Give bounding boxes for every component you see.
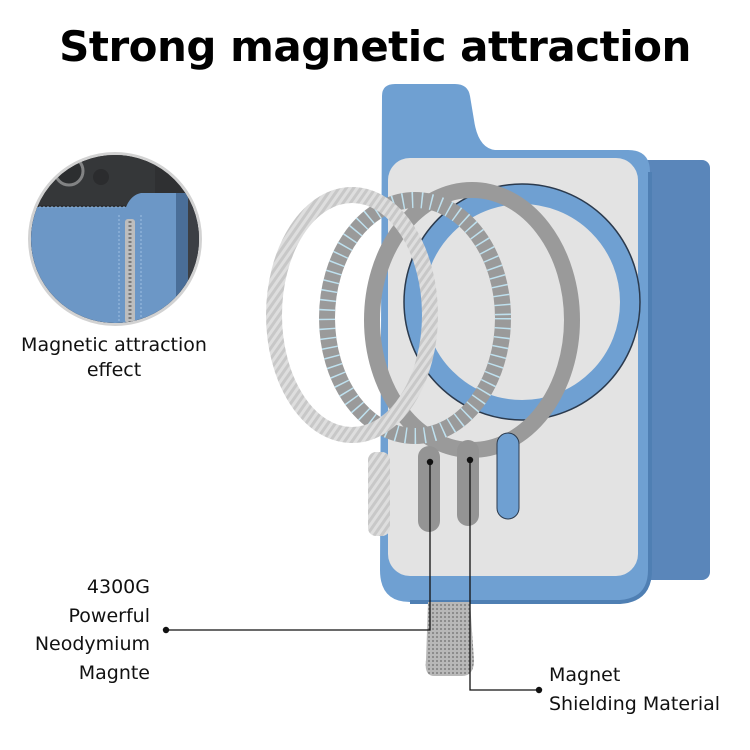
- blue-slot: [496, 432, 520, 520]
- inset-caption-line1: Magnetic attraction: [21, 334, 207, 356]
- callout-left-line4: Magnte: [78, 661, 150, 684]
- magnet-slot-2: [457, 440, 479, 526]
- side-clip: [368, 452, 390, 536]
- callout-left-line2: Powerful: [68, 604, 150, 627]
- striped-ring: [266, 187, 438, 443]
- wallet-closeup-illustration: [31, 155, 199, 323]
- callout-line-right: [469, 460, 539, 691]
- metal-plate: [388, 158, 638, 576]
- callout-left-line3: Neodymium: [34, 633, 150, 655]
- callout-line-left: [166, 462, 431, 631]
- callout-anchor-left: [426, 458, 434, 466]
- callout-right-line2: Shielding Material: [549, 692, 721, 715]
- leather-back-flap: [640, 160, 710, 580]
- inset-caption-line2: effect: [86, 359, 142, 381]
- callout-neodymium-magnet: 4300G Powerful Neodymium Magnte: [35, 573, 150, 687]
- callout-anchor-right: [466, 456, 474, 464]
- pull-strap: [425, 602, 474, 676]
- callout-dot-right: [535, 686, 543, 694]
- blue-ring-recess: [404, 184, 640, 420]
- inset-caption: Magnetic attraction effect: [0, 333, 228, 383]
- callout-shielding-material: Magnet Shielding Material: [549, 661, 720, 718]
- callout-left-line1: 4300G: [86, 576, 150, 598]
- inset-closeup-image: [28, 152, 202, 326]
- magnet-slot-1: [418, 446, 440, 532]
- callout-dot-left: [162, 626, 170, 634]
- callout-right-line1: Magnet: [549, 664, 621, 686]
- page-title: Strong magnetic attraction: [59, 22, 691, 71]
